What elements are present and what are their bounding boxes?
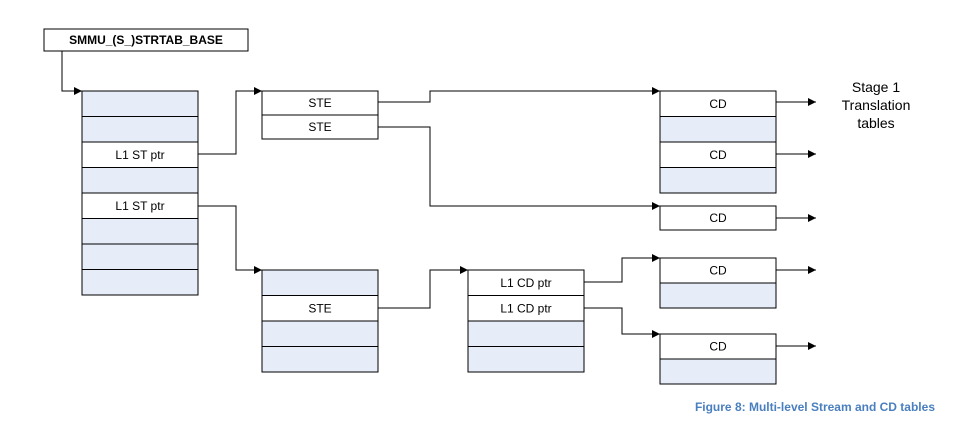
l1-stream-table-cell: [81, 116, 199, 143]
cd-table-top-cell: [659, 90, 777, 117]
connector-l1-cd-ptr-to-cd-mid: [584, 254, 660, 283]
cd-table-low: CD: [659, 333, 777, 385]
connector-ste-to-cd-single: [378, 126, 660, 210]
cd-table-low-cell-label: CD: [709, 340, 727, 354]
l1-cd-table: L1 CD ptr L1 CD ptr: [467, 269, 585, 373]
l1-cd-table-cell: [467, 320, 585, 347]
connector-ste-to-cd-top: [378, 87, 660, 103]
cd-table-single-cell: [659, 205, 777, 231]
cd-table-mid-cell: [659, 282, 777, 309]
cd-table-top: CD CD: [659, 90, 777, 194]
ste-table-bottom-cell: [261, 269, 379, 296]
cd-table-top-cell: [659, 167, 777, 194]
stage1-line1: Stage 1: [852, 79, 900, 95]
ste-table-bottom-cell: [261, 346, 379, 373]
l1-stream-table-cell: [81, 269, 199, 296]
l1-cd-table-cell-label: L1 CD ptr: [500, 276, 551, 290]
l1-stream-table-cell-label: L1 ST ptr: [115, 148, 164, 162]
ste-table-top-cell: [261, 114, 379, 140]
cd-table-single: CD: [659, 205, 777, 231]
connectors: [61, 51, 816, 350]
ste-table-top-cell-label: STE: [308, 96, 331, 110]
l1-stream-table: L1 ST ptr L1 ST ptr: [81, 90, 199, 296]
figure-caption: Figure 8: Multi-level Stream and CD tabl…: [695, 400, 935, 414]
connector-base-to-l1-stream: [61, 51, 82, 95]
connector-ste-to-l1-cd: [378, 266, 468, 309]
cd-table-low-cell: [659, 358, 777, 385]
connector-l1-cd-ptr-to-cd-low: [584, 307, 660, 338]
l1-stream-table-cell: [81, 167, 199, 194]
l1-cd-table-cell-label: L1 CD ptr: [500, 301, 551, 315]
ste-table-top-cell-label: STE: [308, 120, 331, 134]
l1-stream-table-cell: [81, 218, 199, 245]
stage1-line3: tables: [857, 115, 894, 131]
ste-table-bottom-cell-label: STE: [308, 301, 331, 315]
l1-stream-table-cell: [81, 243, 199, 270]
cd-table-top-cell: [659, 116, 777, 143]
cd-table-top-cell-label: CD: [709, 148, 727, 162]
stage1-line2: Translation: [842, 97, 911, 113]
connector-l1-st-ptr-to-ste-top: [198, 87, 262, 155]
cd-table-mid-cell-label: CD: [709, 264, 727, 278]
ste-table-bottom-cell: [261, 320, 379, 347]
cd-table-mid: CD: [659, 257, 777, 309]
connector-l1-st-ptr-to-ste-bottom: [198, 205, 262, 274]
ste-table-bottom: STE: [261, 269, 379, 373]
l1-stream-table-cell: [81, 90, 199, 117]
stage1-label: Stage 1 Translation tables: [842, 79, 911, 131]
ste-table-top-cell: [261, 90, 379, 116]
cd-table-single-cell-label: CD: [709, 211, 727, 225]
l1-stream-table-cell: [81, 192, 199, 219]
cd-table-top-cell: [659, 141, 777, 168]
cd-table-low-cell: [659, 333, 777, 360]
ste-table-top: STE STE: [261, 90, 379, 140]
l1-stream-table-cell-label: L1 ST ptr: [115, 199, 164, 213]
l1-cd-table-cell: [467, 346, 585, 373]
strtab-base-register: SMMU_(S_)STRTAB_BASE: [43, 28, 249, 52]
strtab-base-label: SMMU_(S_)STRTAB_BASE: [69, 33, 223, 47]
l1-stream-table-cell: [81, 141, 199, 168]
cd-table-top-cell-label: CD: [709, 97, 727, 111]
